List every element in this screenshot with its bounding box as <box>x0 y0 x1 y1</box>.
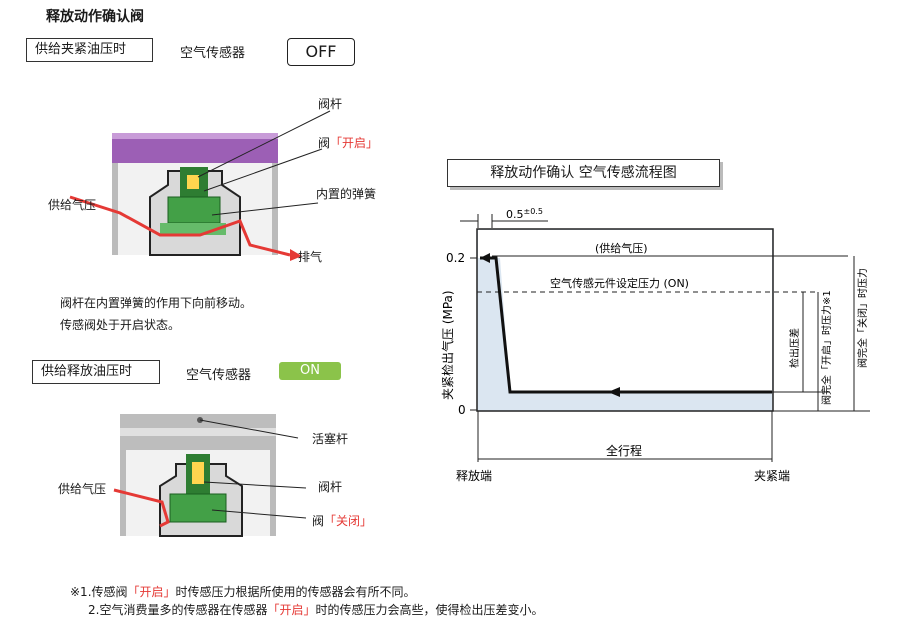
callout-valve-state-open: 「开启」 <box>330 136 379 150</box>
valve-open-diagram <box>69 110 331 261</box>
callout-valve-stem-2: 阀杆 <box>318 480 343 494</box>
housing-left-edge <box>112 163 118 255</box>
note-1-text-a: 传感阀 <box>91 585 128 599</box>
y-axis-label: 夹紧检出气压 (MPa) <box>440 290 455 400</box>
leader-valve <box>203 148 323 192</box>
leader-valve-2 <box>211 509 307 519</box>
valve-seat-closed <box>169 493 227 523</box>
chart-title: 释放动作确认 空气传感流程图 <box>447 159 720 187</box>
x-left-label: 释放端 <box>456 468 492 483</box>
air-flow-path <box>69 195 291 257</box>
top-dim-value: 0.5 <box>506 208 524 221</box>
air-flow-path-2 <box>113 488 170 528</box>
supply-pressure-label: (供给气压) <box>595 241 648 255</box>
callout-supply-air-2: 供给气压 <box>58 482 107 496</box>
full-stroke-label: 全行程 <box>606 443 642 458</box>
description-line-1: 阀杆在内置弹簧的作用下向前移动。 <box>60 296 253 310</box>
description: 阀杆在内置弹簧的作用下向前移动。 传感阀处于开启状态。 <box>60 292 252 336</box>
detect-diff-label: 检出压差 <box>788 328 801 368</box>
clamp-supply-label: 供给夹紧油压时 <box>26 38 153 62</box>
note-1-text-b: 时传感压力根据所使用的传感器会有所不同。 <box>175 585 416 599</box>
callout-piston-rod: 活塞杆 <box>312 432 349 446</box>
page-title: 释放动作确认阀 <box>46 9 144 25</box>
callout-supply-air: 供给气压 <box>48 198 97 212</box>
note-2: 2.空气消费量多的传感器在传感器「开启」时的传感压力会高些，使得检出压差变小。 <box>88 601 544 620</box>
open-pressure-label: 阀完全「开启」时压力※1 <box>820 290 833 405</box>
air-sensor-label: 空气传感器 <box>180 46 246 61</box>
release-supply-label: 供给释放油压时 <box>32 360 160 384</box>
piston-block-highlight <box>112 133 278 139</box>
housing2-right-edge <box>270 450 276 536</box>
sensor-off-indicator: OFF <box>287 38 355 66</box>
top-dim-tolerance: ±0.5 <box>524 207 543 216</box>
air-sensor-label-2: 空气传感器 <box>186 368 252 383</box>
note-2-text-b: 时的传感压力会高些，使得检出压差变小。 <box>315 603 544 617</box>
top-dim-label: 0.5±0.5 <box>506 207 543 221</box>
leader-piston-rod <box>199 419 299 439</box>
callout-spring: 内置的弹簧 <box>316 187 377 201</box>
built-in-spring <box>167 196 221 224</box>
valve-stem-core <box>187 175 199 189</box>
leader-spring <box>211 202 319 216</box>
callout-exhaust: 排气 <box>298 250 323 264</box>
note-2-mark: 2. <box>88 603 100 617</box>
setpoint-label: 空气传感元件设定压力 (ON) <box>550 276 689 290</box>
sensor-on-indicator: ON <box>279 362 341 380</box>
valve-stem-core-2 <box>192 462 204 484</box>
ytick-label-02: 0.2 <box>446 251 465 265</box>
description-line-2: 传感阀处于开启状态。 <box>60 318 181 332</box>
note-2-text-a: 空气消费量多的传感器在传感器 <box>99 603 268 617</box>
ytick-label-0: 0 <box>458 403 466 417</box>
callout-valve-2: 阀「关闭」 <box>312 512 372 529</box>
x-right-label: 夹紧端 <box>754 469 790 483</box>
callout-valve-stem: 阀杆 <box>318 97 343 111</box>
note-2-open: 「开启」 <box>267 603 316 617</box>
exhaust-arrow <box>290 249 302 261</box>
piston-rod-highlight <box>120 428 276 436</box>
closed-pressure-label: 阀完全「关闭」时压力 <box>856 268 869 368</box>
leader-stem-2 <box>203 481 307 489</box>
curve-arrow-left <box>480 253 490 263</box>
note-1-mark: ※1. <box>70 585 92 599</box>
callout-valve-state-closed: 「关闭」 <box>324 514 373 528</box>
air-sensing-chart: 0.2 0 0.5±0.5 (供给气压) 空气传感元件设定压力 (ON) 全行程… <box>440 207 870 483</box>
valve-closed-diagram <box>113 414 307 537</box>
leader-stem <box>197 110 331 178</box>
note-1: ※1.传感阀「开启」时传感压力根据所使用的传感器会有所不同。 <box>70 583 416 602</box>
callout-valve: 阀「开启」 <box>318 134 378 151</box>
callout-valve-prefix-2: 阀 <box>312 514 325 528</box>
housing-right-edge <box>272 163 278 255</box>
note-1-open: 「开启」 <box>127 585 176 599</box>
callout-valve-prefix: 阀 <box>318 136 331 150</box>
curve-arrow-bottom <box>608 387 620 397</box>
plot-upper-region <box>478 230 772 392</box>
